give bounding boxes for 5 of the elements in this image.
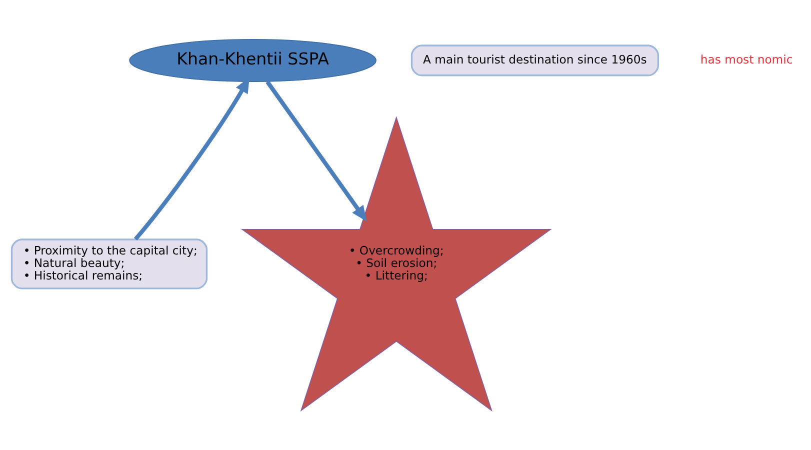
node-box: • Proximity to the capital city; • Natural beauty; • Historical remains; bbox=[10, 238, 208, 290]
node-box: A main tourist destination since 1960s bbox=[410, 44, 660, 76]
label: has most nomic bbox=[700, 52, 793, 67]
node-ellipse: Khan-Khentii SSPA bbox=[129, 38, 376, 82]
arrow bbox=[266, 80, 367, 222]
